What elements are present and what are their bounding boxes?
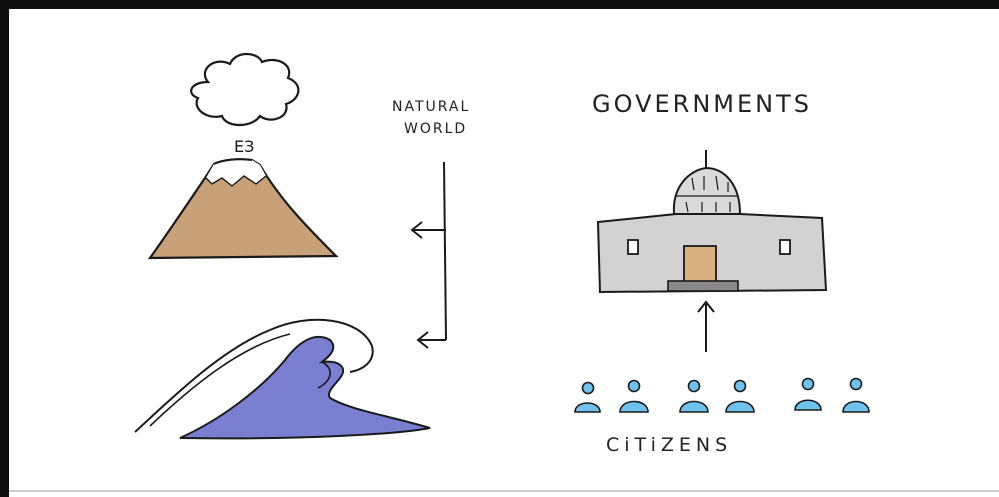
governments-label: GOVERNMENTS xyxy=(592,90,812,118)
natural-world-label-line2: WORLD xyxy=(404,121,468,137)
citizens-group xyxy=(574,377,870,413)
cloud-icon xyxy=(190,52,300,127)
wave-icon xyxy=(134,318,431,440)
citizens-label: CiTiZENS xyxy=(606,434,733,456)
citizen-icon xyxy=(842,377,870,413)
citizen-icon xyxy=(725,379,755,413)
natural-world-label-line1: NATURAL xyxy=(392,99,471,115)
volcano-icon xyxy=(147,158,339,260)
natural-world-bracket xyxy=(410,161,447,349)
arrow-up-icon xyxy=(697,300,715,352)
frame-left-bar xyxy=(0,0,9,497)
capitol-building-icon xyxy=(596,150,828,294)
frame-top-bar xyxy=(0,0,999,9)
citizen-icon xyxy=(679,379,709,413)
citizen-icon xyxy=(574,381,601,413)
natural-world-label: NATURAL WORLD xyxy=(392,96,470,140)
citizen-icon xyxy=(794,377,822,411)
citizen-icon xyxy=(619,379,649,413)
frame-bottom-line xyxy=(9,490,999,492)
smoke-puff-icon: ЕЗ xyxy=(234,137,254,156)
